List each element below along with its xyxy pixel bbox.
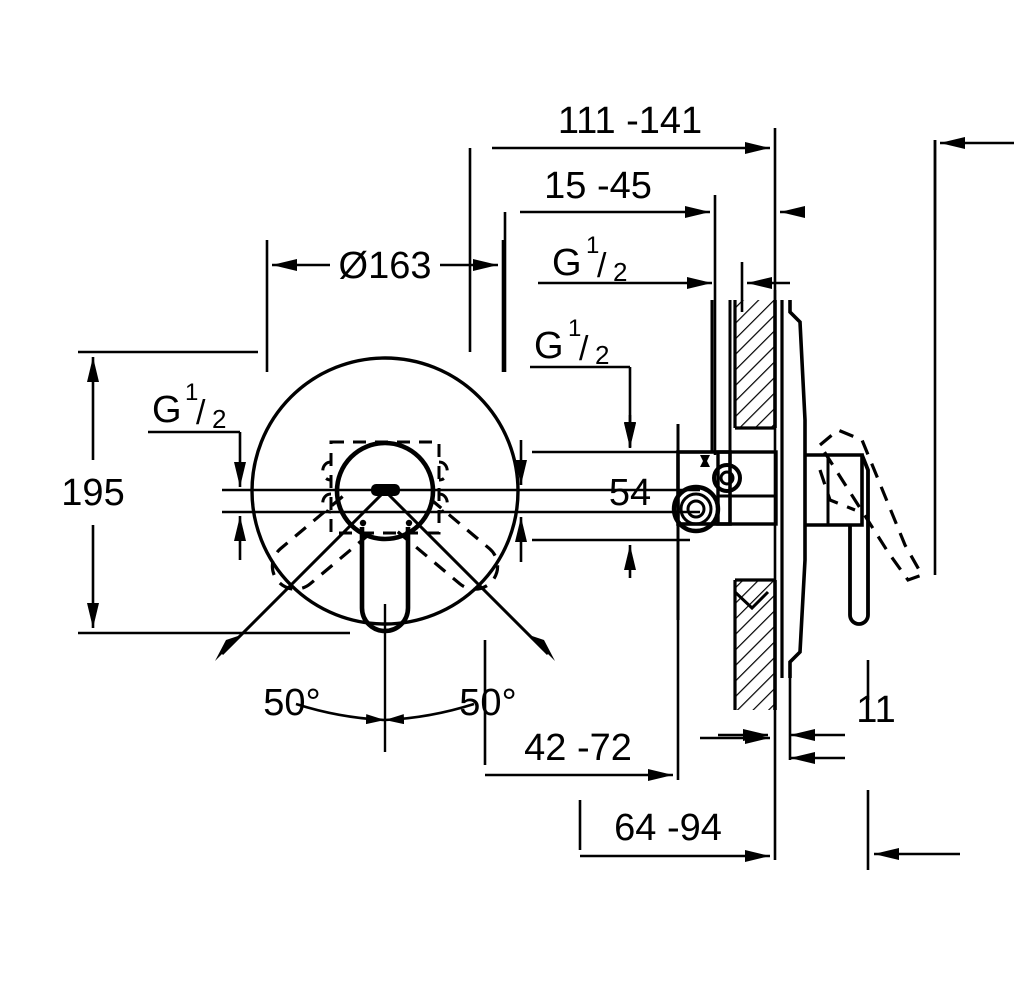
valve-port-inner	[686, 499, 706, 519]
thread-lower-slash: /	[579, 330, 589, 368]
plate-thickness-label: 11	[856, 689, 895, 731]
lever-angle-left-label: 50°	[263, 682, 320, 724]
angle-leader-right	[383, 489, 550, 656]
side-escutcheon-plate-outer	[788, 300, 807, 678]
lever-angle-right-label: 50°	[459, 682, 516, 724]
valve-connector-body	[716, 450, 778, 526]
projection-label: 15 -45	[544, 165, 652, 207]
thread-label-lower-group: G 1 / 2	[530, 315, 636, 448]
side-lever-raised-dashed	[817, 428, 925, 582]
thread-left-g: G	[152, 389, 182, 431]
valve-port-upper-inner	[719, 470, 735, 486]
hub-detail-dot-left	[359, 519, 367, 527]
thread-upper-denominator: 2	[613, 257, 627, 287]
thread-left-denominator: 2	[212, 404, 226, 434]
thread-lower-g: G	[534, 325, 564, 367]
valve-marker-square	[700, 455, 710, 467]
hub-detail-dot-right	[405, 519, 413, 527]
thread-lower-numerator: 1	[568, 315, 581, 342]
valve-center-height-group: 54	[532, 415, 690, 578]
angle-leader-left	[220, 489, 387, 656]
thread-lower-denominator: 2	[595, 340, 609, 370]
height-dimension-group: 195	[61, 350, 350, 635]
projection-dimension-group: 15 -45	[503, 165, 805, 455]
side-handle-body	[805, 453, 864, 527]
body-depth-label: 64 -94	[614, 807, 722, 849]
angle-arc-right	[384, 702, 475, 725]
escutcheon-height-label: 195	[61, 472, 124, 514]
valve-axis-extension-lines	[222, 488, 700, 514]
wall-hatch-lower	[735, 580, 775, 710]
rough-in-depth-group: 42 -72	[483, 620, 845, 781]
angle-arc-left	[295, 702, 386, 725]
rough-in-depth-label: 42 -72	[524, 727, 632, 769]
plate-thickness-group: 11	[700, 660, 896, 760]
thread-upper-numerator: 1	[586, 232, 599, 259]
thread-upper-slash: /	[597, 247, 607, 285]
lever-handle-rotated-left	[396, 495, 500, 591]
angle-arrow-right	[529, 635, 555, 661]
escutcheon-diameter-label: Ø163	[339, 245, 432, 287]
valve-body-group	[671, 300, 778, 620]
thread-label-upper-group: G 1 / 2	[538, 232, 790, 312]
valve-lower-fitting	[733, 590, 770, 611]
valve-center-height-label: 54	[609, 472, 651, 514]
diameter-dimension-group: Ø163	[265, 240, 505, 372]
thread-left-slash: /	[196, 394, 206, 432]
valve-port-upper-outer	[712, 463, 742, 493]
thread-left-numerator: 1	[185, 379, 198, 406]
angle-arrow-left	[215, 635, 241, 661]
overall-depth-dimension-group: 111 -141	[468, 100, 1014, 352]
valve-port-mid	[679, 492, 713, 526]
valve-rough-in-box	[676, 450, 732, 526]
wall-hatch-upper	[735, 300, 775, 428]
lever-handle-rotated-right	[270, 495, 374, 591]
thread-label-left-group: G 1 / 2	[148, 379, 246, 560]
overall-depth-label: 111 -141	[558, 100, 702, 142]
thread-upper-g: G	[552, 242, 582, 284]
body-depth-group: 64 -94	[578, 760, 960, 870]
side-lever-down	[848, 454, 870, 626]
